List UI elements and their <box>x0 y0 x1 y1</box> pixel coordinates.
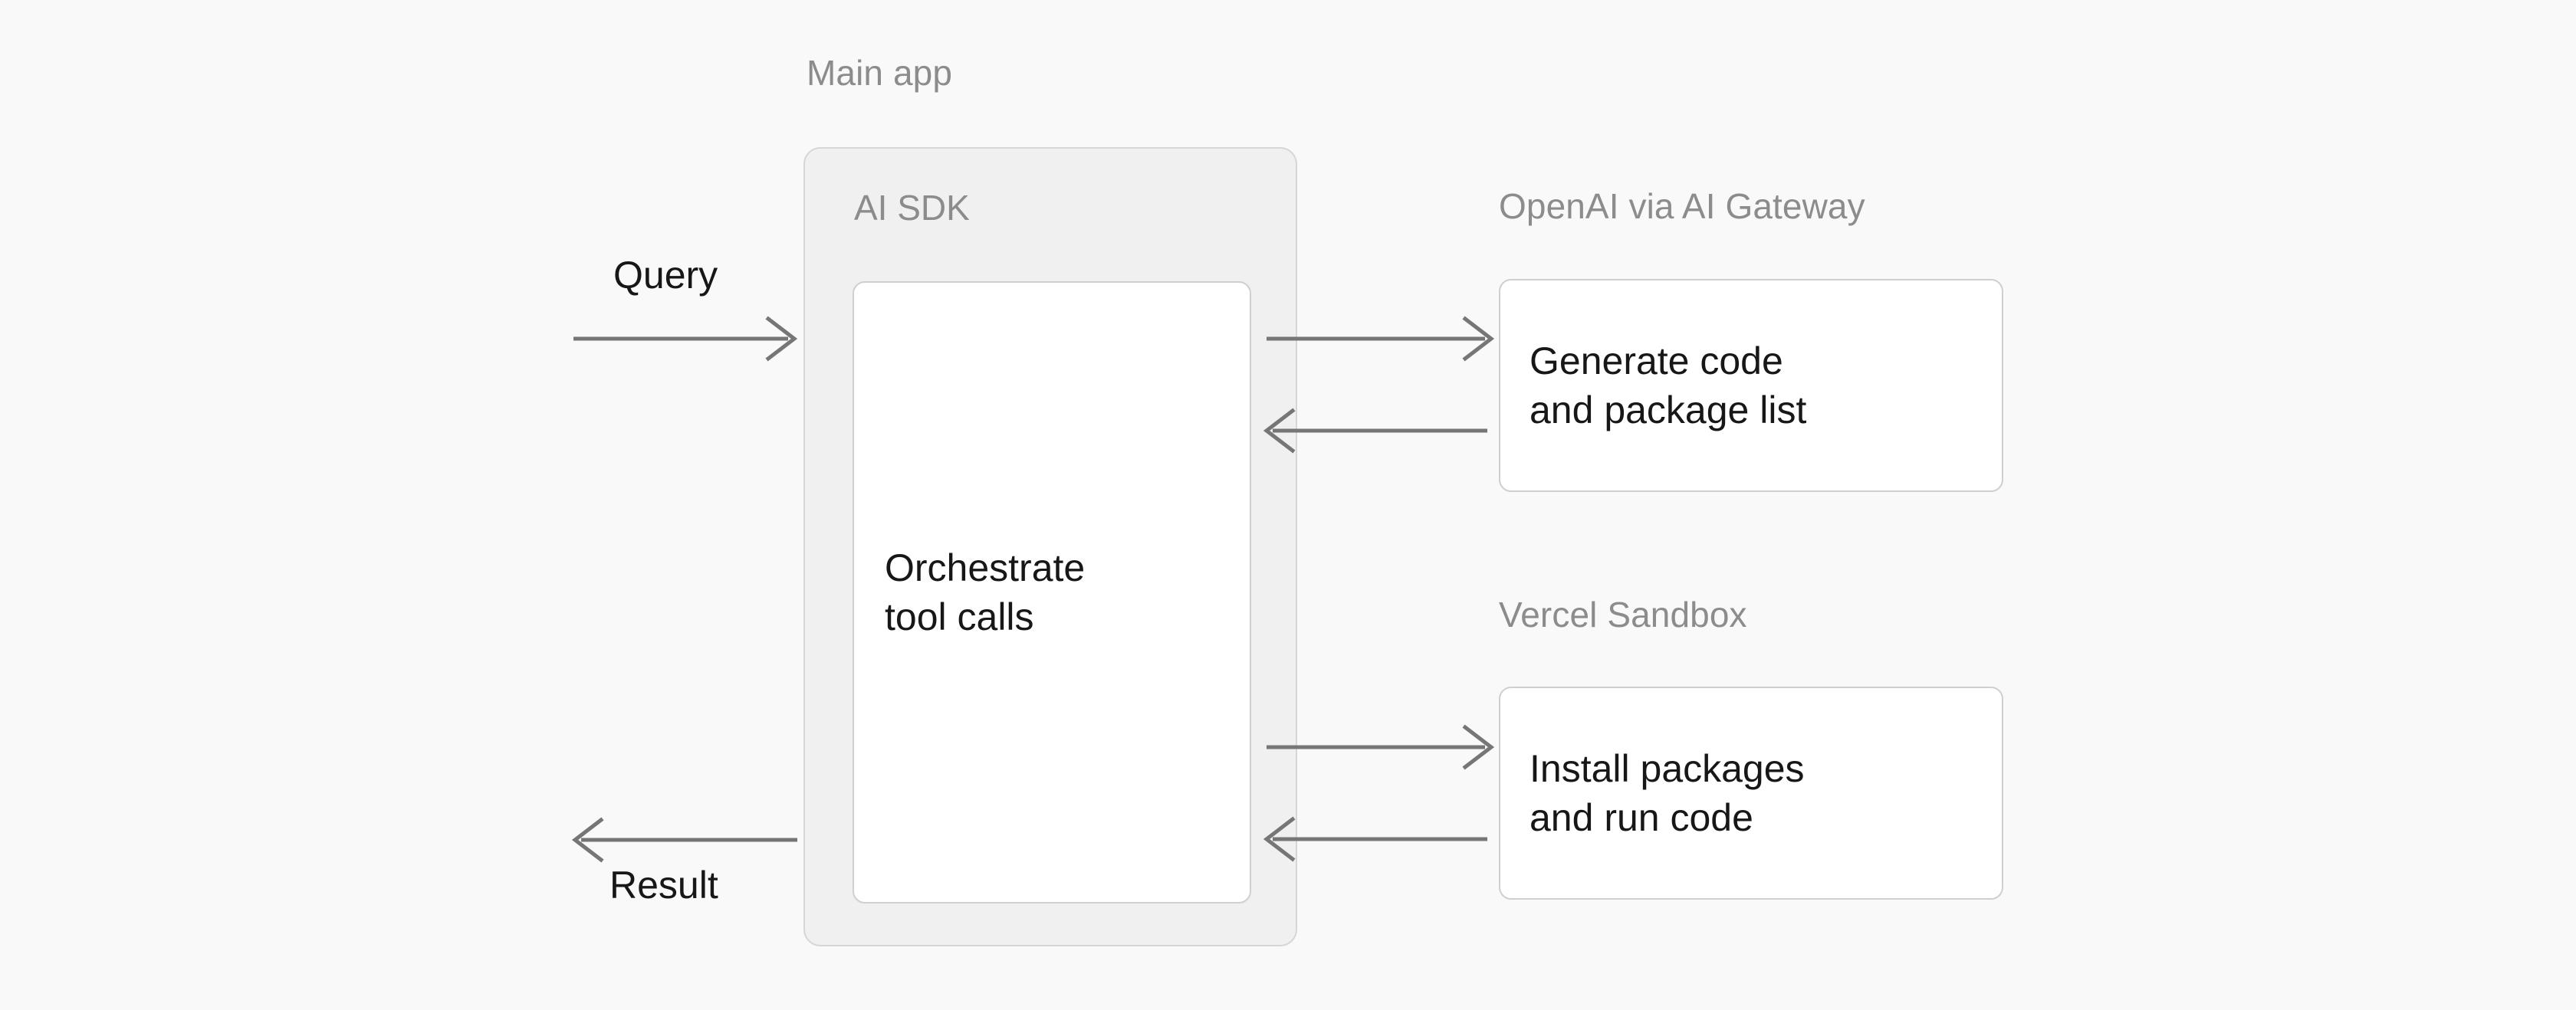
edge-label-query: Query <box>613 254 718 297</box>
arrow-from-openai <box>1263 408 1487 454</box>
node-label-orchestrate: Orchestrate tool calls <box>885 546 1086 638</box>
group-label-main-app: Main app <box>807 53 953 93</box>
group-label-vercel-sandbox: Vercel Sandbox <box>1499 595 1747 635</box>
node-generate-code: Generate code and package list <box>1499 279 2003 492</box>
arrow-query-in <box>573 316 798 362</box>
group-label-ai-sdk: AI SDK <box>854 188 970 228</box>
arrow-from-sandbox <box>1263 816 1487 862</box>
node-label-install-packages: Install packages and run code <box>1530 747 1805 839</box>
node-install-packages: Install packages and run code <box>1499 687 2003 900</box>
arrow-to-sandbox <box>1267 724 1495 770</box>
edge-label-result: Result <box>610 864 718 907</box>
group-label-openai-gateway: OpenAI via AI Gateway <box>1499 186 1865 226</box>
arrow-result-out <box>571 817 797 863</box>
main-app-container: AI SDK Orchestrate tool calls <box>803 147 1297 946</box>
node-orchestrate-tool-calls: Orchestrate tool calls <box>853 281 1251 903</box>
node-label-generate-code: Generate code and package list <box>1530 339 1807 431</box>
arrow-to-openai <box>1267 316 1495 362</box>
